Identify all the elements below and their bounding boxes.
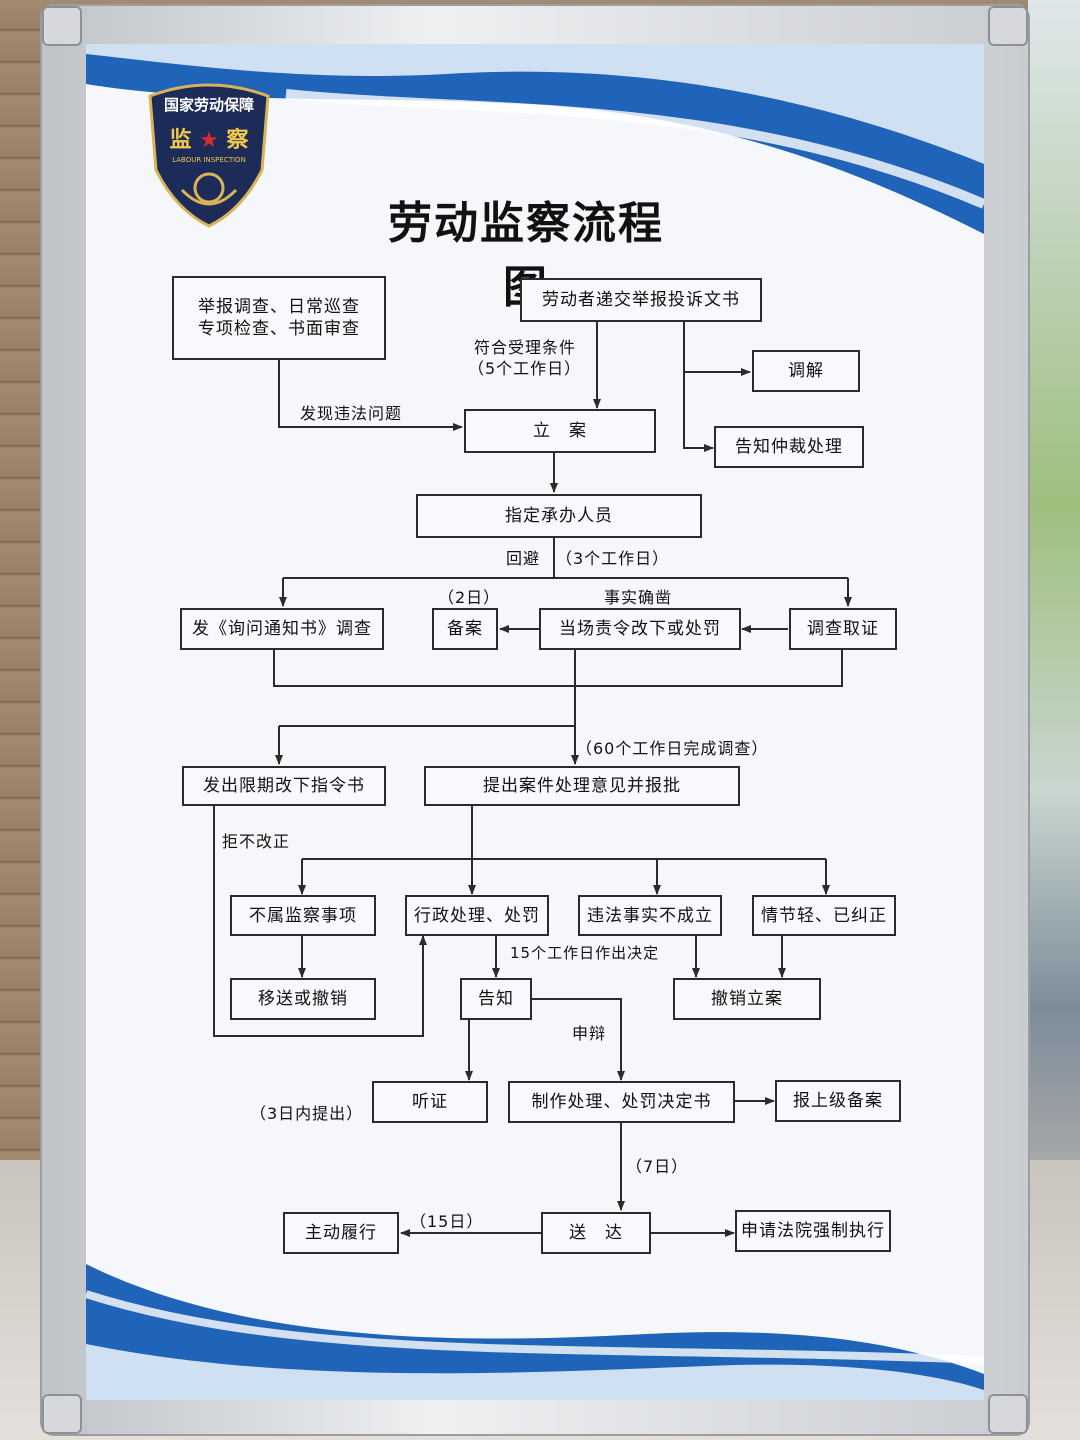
box-mediate: 调解 [752, 350, 860, 392]
label-three-days: （3日内提出） [250, 1104, 364, 1123]
label-accept: 符合受理条件 [474, 338, 577, 357]
box-revoke: 撤销立案 [673, 978, 821, 1020]
frame-corner [42, 1394, 82, 1434]
box-report-check: 举报调查、日常巡查 专项检查、书面审查 [172, 276, 386, 360]
box-order: 发出限期改下指令书 [182, 766, 386, 806]
frame-corner [42, 6, 82, 46]
label-avoid-days: （3个工作日） [556, 549, 670, 568]
label-facts: 事实确凿 [604, 588, 673, 607]
label-fifteen-days: （15日） [410, 1212, 484, 1231]
shield-icon [148, 83, 270, 228]
flow-connectors [213, 322, 852, 1237]
box-transfer: 移送或撤销 [230, 978, 376, 1020]
box-propose: 提出案件处理意见并报批 [424, 766, 740, 806]
frame-corner [988, 1394, 1028, 1434]
poster: 国家劳动保障 监 ★ 察 LABOUR INSPECTION 劳动监察流程图 [86, 44, 984, 1400]
wave-decoration [86, 44, 984, 1400]
box-inquiry: 发《询问通知书》调查 [180, 608, 384, 650]
label-appeal: 申辩 [572, 1024, 607, 1043]
label-found: 发现违法问题 [300, 404, 403, 423]
box-not-established: 违法事实不成立 [578, 895, 722, 936]
label-avoid: 回避 [506, 549, 541, 568]
star-icon: ★ [199, 128, 219, 153]
emblem-top-text: 国家劳动保障 [163, 96, 254, 114]
emblem-right-char: 察 [226, 128, 249, 153]
box-minor: 情节轻、已纠正 [752, 895, 896, 936]
label-seven-days: （7日） [626, 1157, 689, 1176]
box-comply: 主动履行 [283, 1212, 399, 1254]
label-refuse: 拒不改正 [222, 832, 291, 851]
emblem-left-char: 监 [169, 128, 192, 153]
inspection-emblem: 国家劳动保障 监 ★ 察 LABOUR INSPECTION [142, 80, 276, 228]
frame-corner [988, 6, 1028, 46]
box-deliver: 送 达 [541, 1212, 651, 1254]
box-report-up: 报上级备案 [775, 1080, 901, 1122]
label-fifteen-work: 15个工作日作出决定 [510, 944, 660, 962]
box-notify: 告知 [460, 978, 532, 1020]
emblem-sub-text: LABOUR INSPECTION [172, 156, 246, 164]
box-assign: 指定承办人员 [416, 494, 702, 538]
emblem-main-text: 监 ★ 察 [160, 122, 258, 154]
box-decision: 制作处理、处罚决定书 [508, 1081, 735, 1123]
box-not-scope: 不属监察事项 [230, 895, 376, 936]
box-record: 备案 [432, 608, 498, 650]
box-court: 申请法院强制执行 [735, 1210, 891, 1252]
box-worker-submit: 劳动者递交举报投诉文书 [520, 278, 762, 322]
box-investigate: 调查取证 [789, 608, 897, 650]
box-arbitration: 告知仲裁处理 [714, 426, 864, 468]
box-hearing: 听证 [372, 1081, 488, 1123]
label-sixty-days: （60个工作日完成调查） [576, 739, 769, 758]
box-admin-penalty: 行政处理、处罚 [405, 895, 549, 936]
label-two-days: （2日） [438, 588, 501, 607]
box-on-site: 当场责令改下或处罚 [539, 608, 741, 650]
label-accept-days: （5个工作日） [468, 359, 582, 378]
box-file-case: 立 案 [464, 409, 656, 453]
